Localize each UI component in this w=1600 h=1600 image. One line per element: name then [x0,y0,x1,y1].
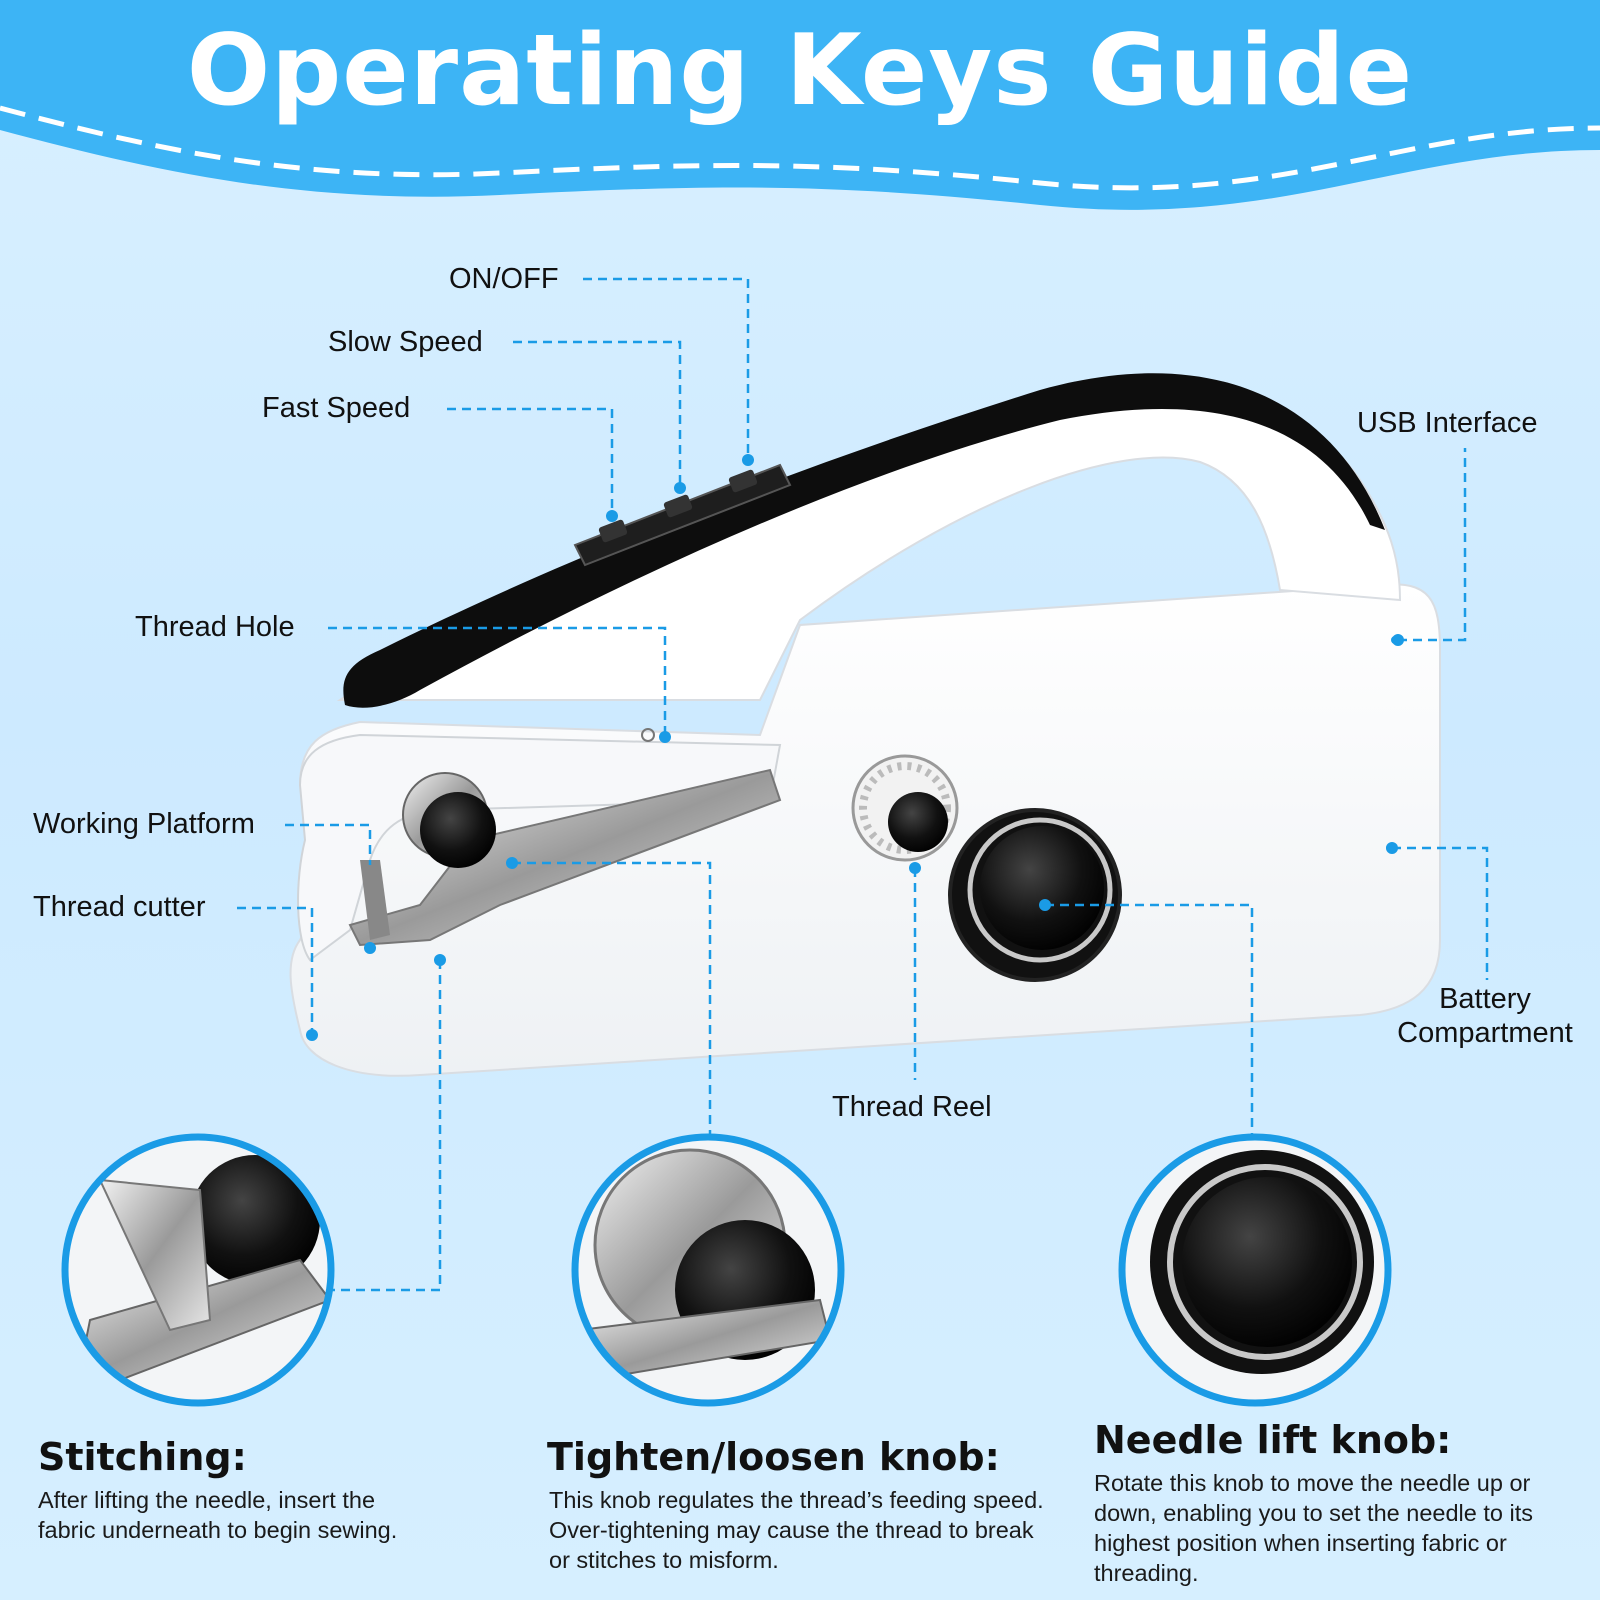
callout-working-platform: Working Platform [33,808,255,840]
needle-lift-knob [948,808,1122,982]
feature-desc-needle-lift: Rotate this knob to move the needle up o… [1094,1470,1533,1586]
tension-knob-closeup [571,1133,845,1407]
callout-slow-speed: Slow Speed [328,326,483,358]
needle-lift-knob-closeup [1118,1133,1392,1407]
metal-arm [348,768,782,947]
callout-battery-line2: Compartment [1397,1017,1573,1049]
callout-on-off: ON/OFF [449,263,559,295]
slow-speed-button [663,494,693,518]
feature-desc-stitching: After lifting the needle, insert the fab… [38,1487,398,1543]
presser-foot [360,860,390,940]
feature-title-needle-lift: Needle lift knob: [1094,1418,1452,1462]
tension-knob [402,772,496,868]
thread-reel [851,754,959,862]
feature-title-tension-knob: Tighten/loosen knob: [547,1435,1000,1479]
callout-lines [237,277,1489,1292]
header-banner [0,0,1600,210]
callout-battery-compartment: Battery Compartment [1390,982,1580,1050]
page-title: Operating Keys Guide [186,14,1414,128]
on-off-button [728,469,758,493]
callout-fast-speed: Fast Speed [262,392,411,424]
callout-dots [306,454,1404,1041]
stitch-line [0,105,1600,191]
callout-thread-reel: Thread Reel [832,1091,992,1123]
stitching-closeup [61,1133,335,1407]
control-buttons-panel [573,463,792,567]
feature-desc-tension-knob: This knob regulates the thread’s feeding… [549,1487,1044,1573]
callout-thread-cutter: Thread cutter [33,891,206,923]
feature-title-stitching: Stitching: [38,1435,247,1479]
sewing-machine-body [289,373,1441,1077]
thread-hole [641,728,655,742]
callout-usb-interface: USB Interface [1357,407,1538,439]
callout-thread-hole: Thread Hole [135,611,295,643]
callout-battery-line1: Battery [1439,983,1531,1015]
fast-speed-button [598,519,628,543]
